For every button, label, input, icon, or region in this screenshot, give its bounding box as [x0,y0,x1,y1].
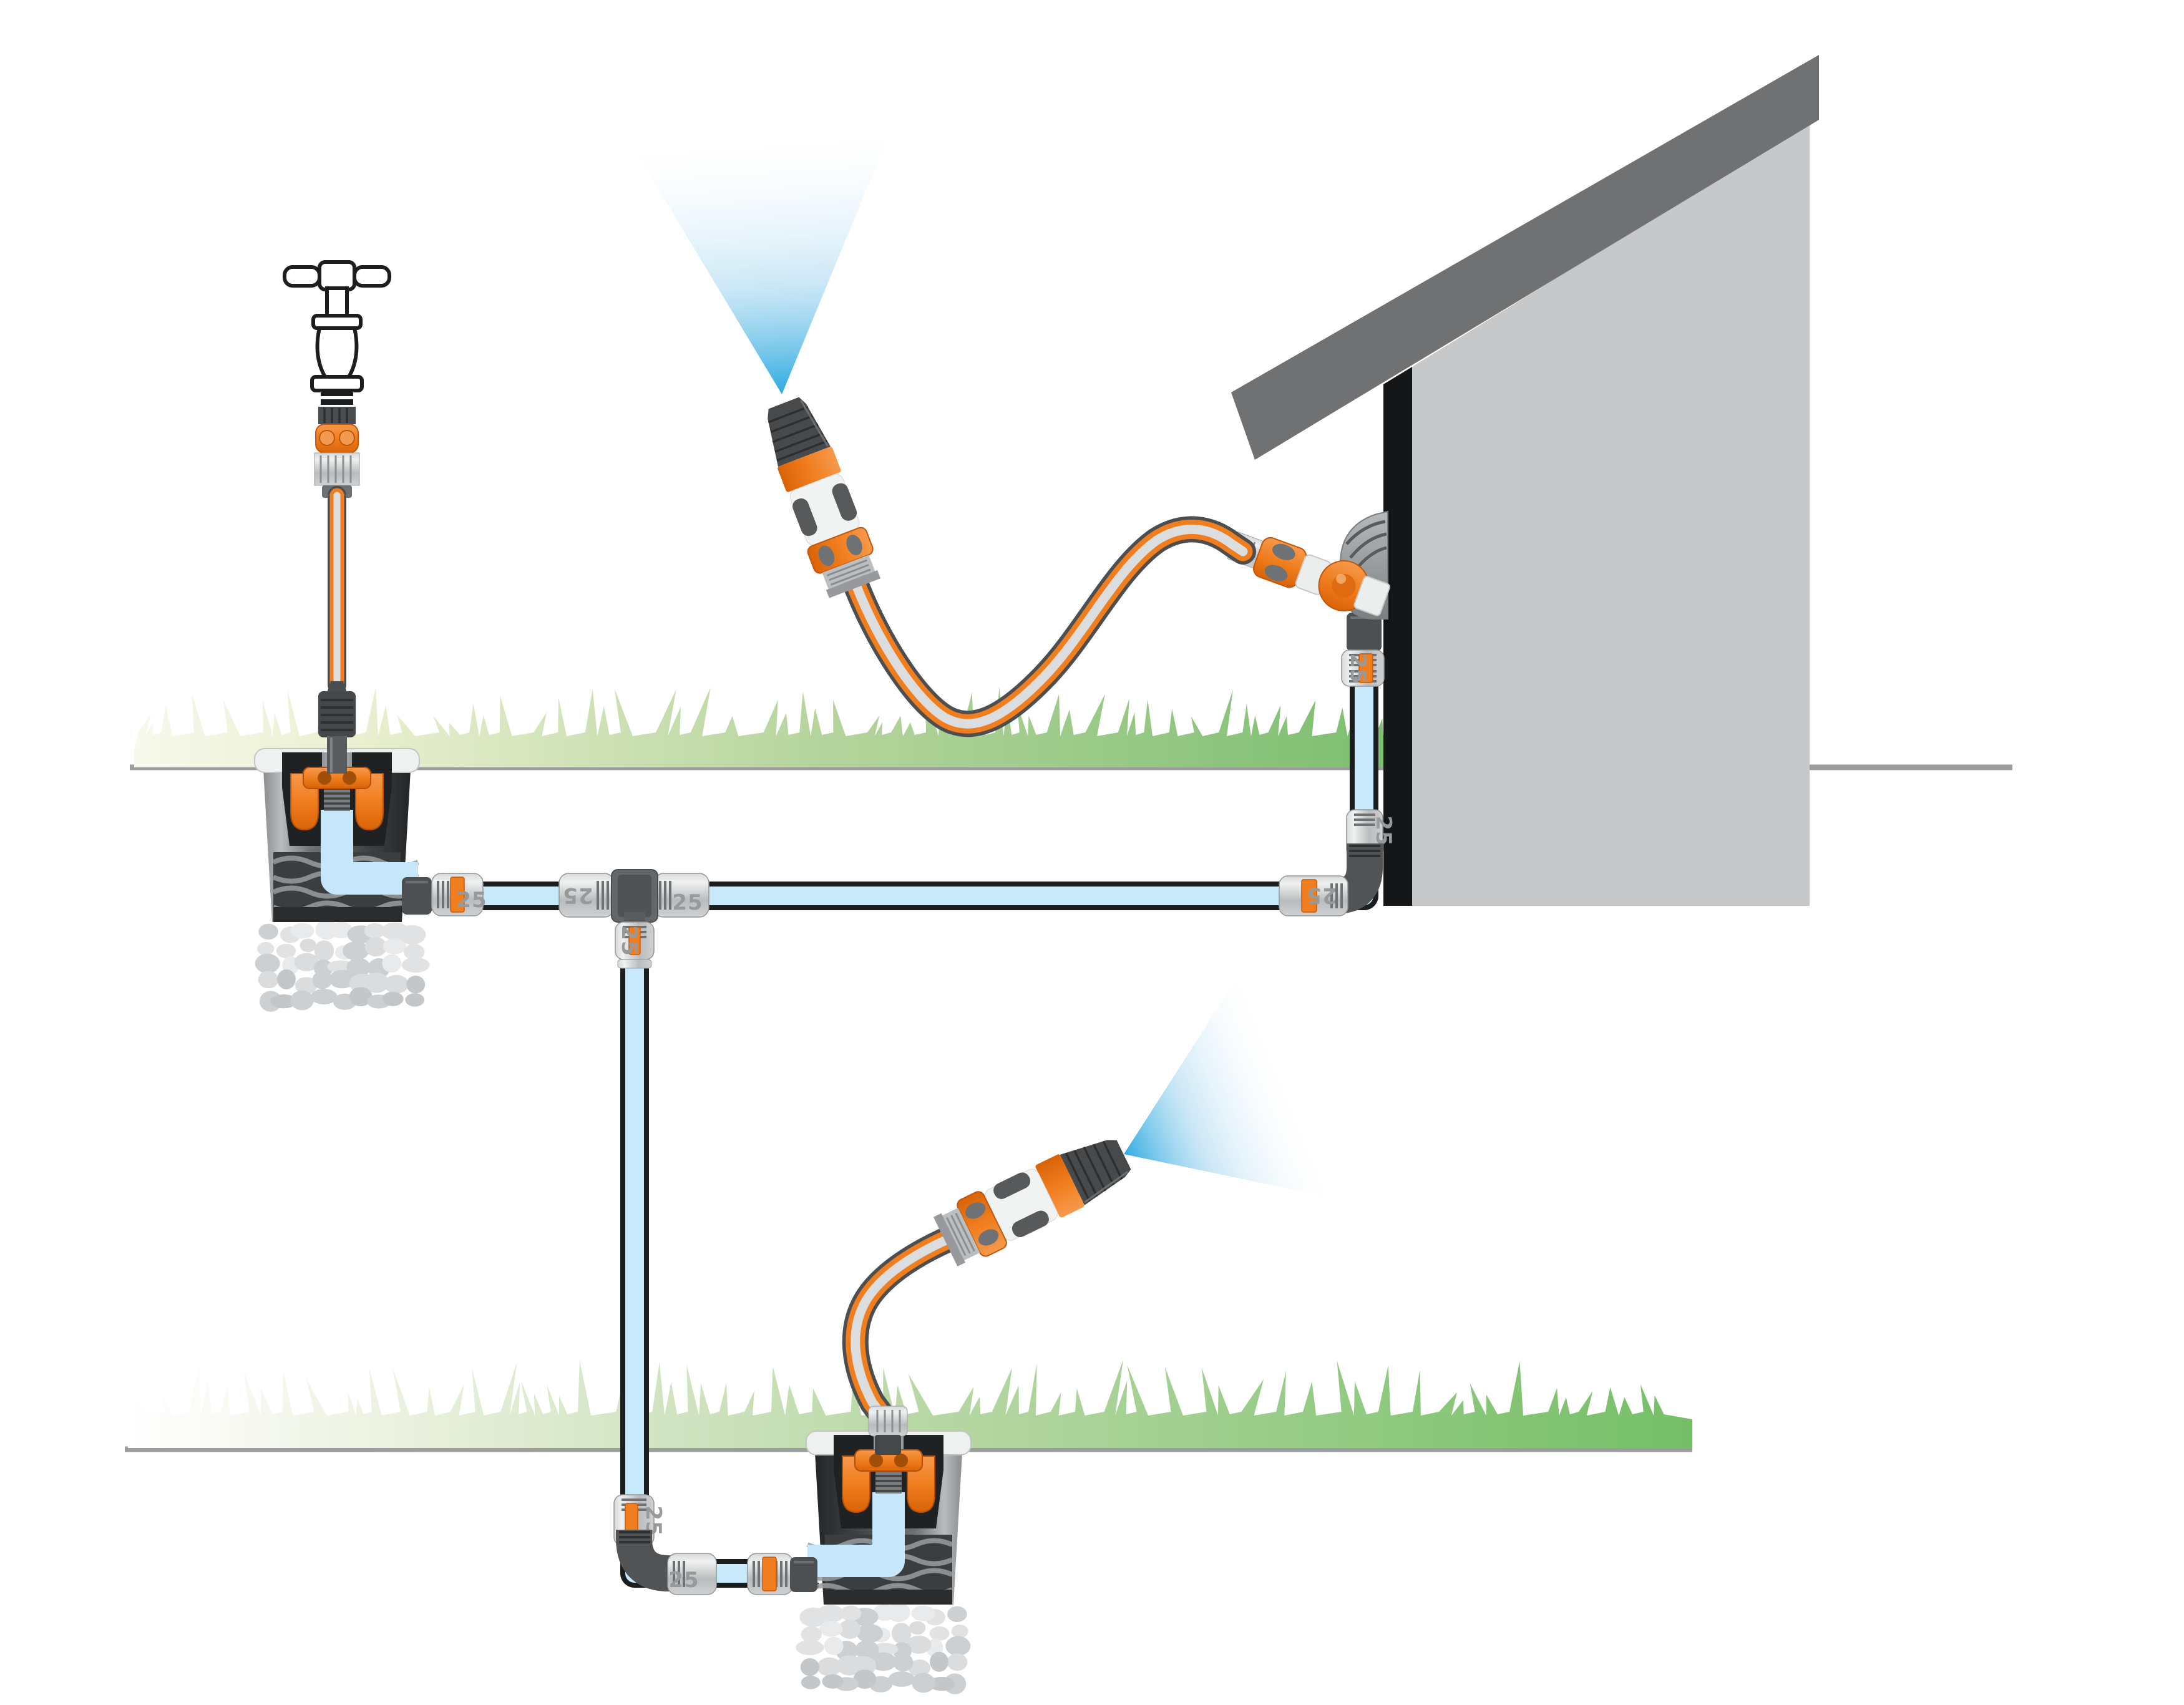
coupling-orange-stripe [762,1557,777,1591]
coupling-orange-stripe [1358,653,1373,683]
pipe-diameter-label: 25 [1371,815,1396,846]
tap-handle-left [283,265,321,288]
water-spray-lower [1124,974,1344,1200]
house-wall [1412,122,1810,906]
tap-handle-hub [318,260,356,291]
water-sprays [638,94,1344,1200]
garden-hose-upper [856,529,1243,724]
cleaning-nozzle-upper [753,391,885,601]
grass-layer [126,686,1692,1448]
riser-collar-left [318,681,356,774]
grass-strip-upper [134,686,1399,767]
house-wall-edge [1383,367,1412,906]
pipe-diameter-label: 25 [1345,653,1370,684]
cleaning-nozzle-lower [930,1125,1139,1271]
tap-body [315,326,359,379]
fitting-ribs [673,1561,685,1587]
garden-tap-assembly [283,260,391,774]
tap-flange-lower [310,375,364,392]
fitting-ribs [1354,814,1375,826]
fitting-ribs [1330,883,1343,908]
pipe-diameter-label: 25 [668,1568,699,1593]
coupling-orange-stripe [1301,879,1317,913]
fitting-ribs [437,881,449,908]
branch-underground-pipe [620,873,819,1588]
pipe-diameter-label: 25 [617,925,641,956]
house-roof [1231,55,1819,460]
fitting-ribs [619,1531,650,1543]
pipe-diameter-label: 25 [1306,883,1337,908]
pipe-adapter [1347,613,1382,651]
water-spray-upper [638,94,906,394]
fitting-ribs [1349,845,1380,857]
coupling-orange-stripe [450,877,465,913]
riser-coupling-lower [868,1406,908,1455]
pipe-diameter-label: 25 [562,883,593,908]
tap-stem [325,286,349,318]
pipe-adapter [790,1557,817,1592]
garden-hose-lower [856,1239,948,1412]
house [1231,55,1819,906]
underground-water-socket-lower [796,1431,971,1694]
fitting-ribs [659,881,671,910]
fitting-ribs [597,881,609,910]
main-underground-pipe [402,684,1378,910]
tap-handle-right [353,265,391,288]
pipe-diameter-label: 25 [456,888,487,913]
grass-strip-lower [126,1359,1692,1448]
garden-tap [283,260,391,405]
coupling-orange-stripe [628,926,641,955]
wall-coupling-white [1353,576,1390,616]
coupling-flange [617,959,652,969]
pipe-adapter [402,877,432,915]
pipe-diameter-label: 25 [672,890,703,915]
tap-hose-connector [314,407,360,498]
